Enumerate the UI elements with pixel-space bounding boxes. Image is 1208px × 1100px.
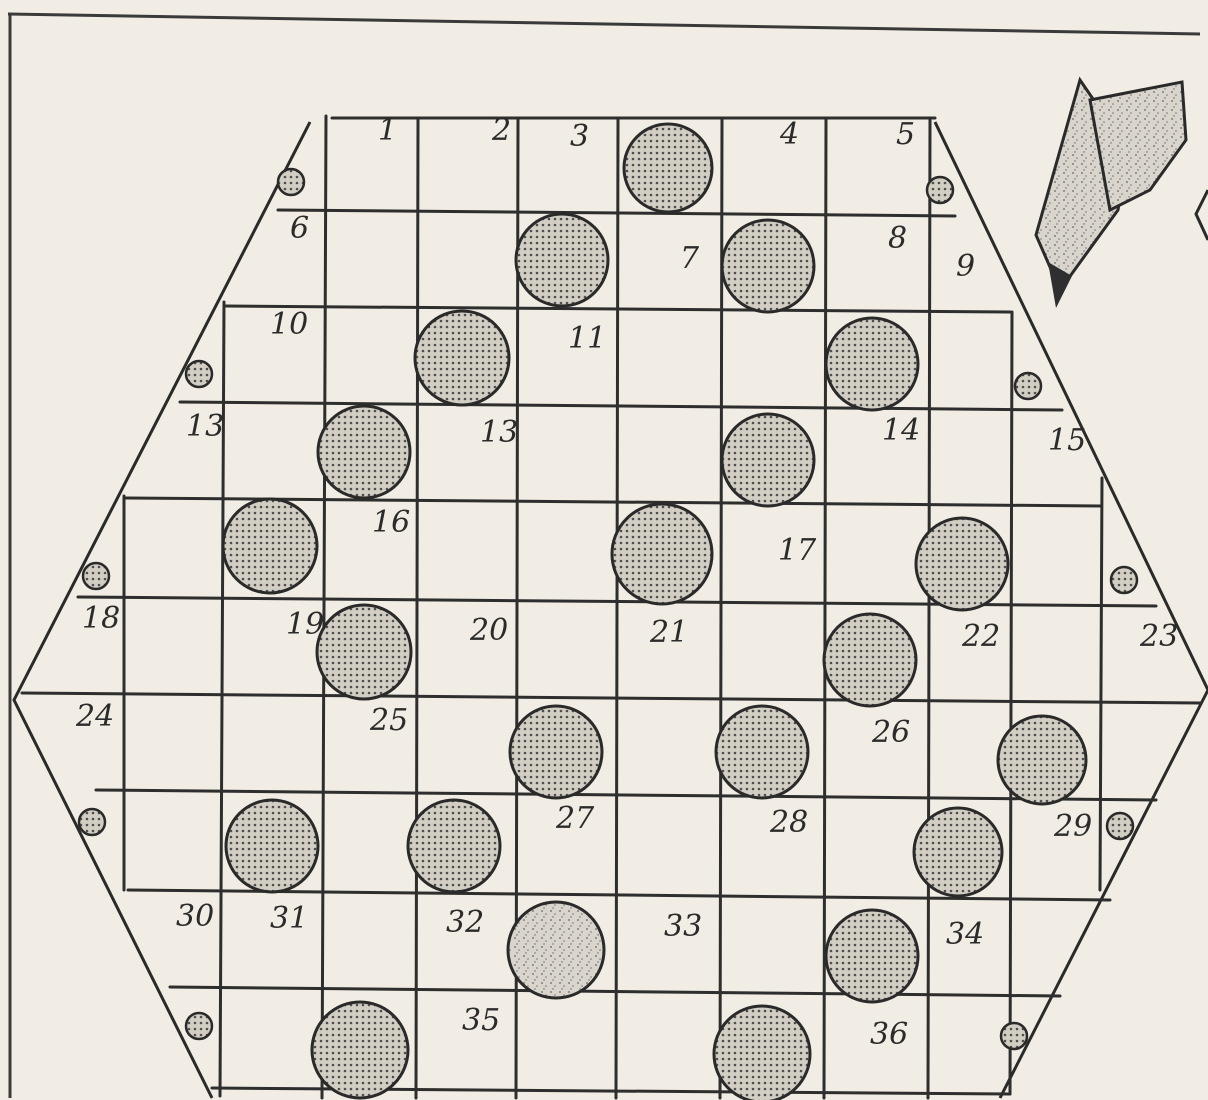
rod (516, 214, 608, 306)
cell-label: 20 (469, 613, 508, 648)
rod (826, 910, 918, 1002)
rod (510, 706, 602, 798)
rod (318, 406, 410, 498)
cell-label: 6 (290, 211, 309, 246)
small-rod (83, 563, 109, 589)
cell-label: 17 (778, 533, 817, 568)
cell-label: 24 (75, 699, 114, 734)
small-rod (186, 361, 212, 387)
cell-label: 15 (1048, 423, 1086, 458)
cell-label: 35 (462, 1003, 500, 1038)
cell-label: 30 (176, 899, 214, 934)
small-rod (1111, 567, 1137, 593)
cell-label: 2 (491, 113, 511, 148)
cell-label: 13 (186, 409, 224, 444)
cell-label: 32 (446, 905, 484, 940)
rod (824, 614, 916, 706)
rod (722, 220, 814, 312)
page-frame (8, 14, 1200, 1098)
rod (312, 1002, 408, 1098)
cell-label: 27 (555, 801, 595, 836)
cell-label: 34 (946, 917, 984, 952)
cell-label: 19 (286, 607, 324, 642)
cell-label: 36 (870, 1017, 908, 1052)
rod (916, 518, 1008, 610)
cell-label: 3 (570, 119, 589, 154)
cell-label: 33 (664, 909, 702, 944)
rod (716, 706, 808, 798)
cell-label: 28 (769, 805, 808, 840)
cell-label: 21 (649, 615, 688, 650)
rod (223, 499, 317, 593)
cell-label: 4 (779, 117, 799, 152)
small-rod (79, 809, 105, 835)
cell-label: 18 (82, 601, 120, 636)
small-rod (927, 177, 953, 203)
hexagon-outline (14, 122, 1208, 1098)
small-rod (1001, 1023, 1027, 1049)
cell-label: 31 (270, 901, 308, 936)
small-rod (278, 169, 304, 195)
cell-label: 11 (568, 321, 606, 356)
cell-label: 1 (378, 113, 397, 148)
cell-label: 10 (270, 307, 308, 342)
rod (624, 124, 712, 212)
corner-sketch (1036, 80, 1208, 308)
rod (415, 311, 509, 405)
cell-label: 14 (882, 413, 920, 448)
rod (226, 800, 318, 892)
cell-label: 25 (369, 703, 408, 738)
rod (914, 808, 1002, 896)
small-rod (1015, 373, 1041, 399)
cell-label: 8 (888, 221, 907, 256)
cell-label: 16 (372, 505, 410, 540)
rod (508, 902, 604, 998)
small-rod (186, 1013, 212, 1039)
rod (612, 504, 712, 604)
rod (998, 716, 1086, 804)
cell-label: 29 (1053, 809, 1092, 844)
rod (826, 318, 918, 410)
cell-label: 13 (480, 415, 518, 450)
rod (722, 414, 814, 506)
cell-label: 5 (896, 117, 915, 152)
rod (317, 605, 411, 699)
rod (408, 800, 500, 892)
cell-label: 22 (961, 619, 1000, 654)
cell-label: 7 (680, 241, 700, 276)
small-rod (1107, 813, 1133, 839)
cell-label: 9 (956, 249, 975, 284)
cell-label: 23 (1139, 619, 1178, 654)
cell-label: 26 (871, 715, 910, 750)
rod (714, 1006, 810, 1100)
grid-lines (22, 116, 1200, 1098)
